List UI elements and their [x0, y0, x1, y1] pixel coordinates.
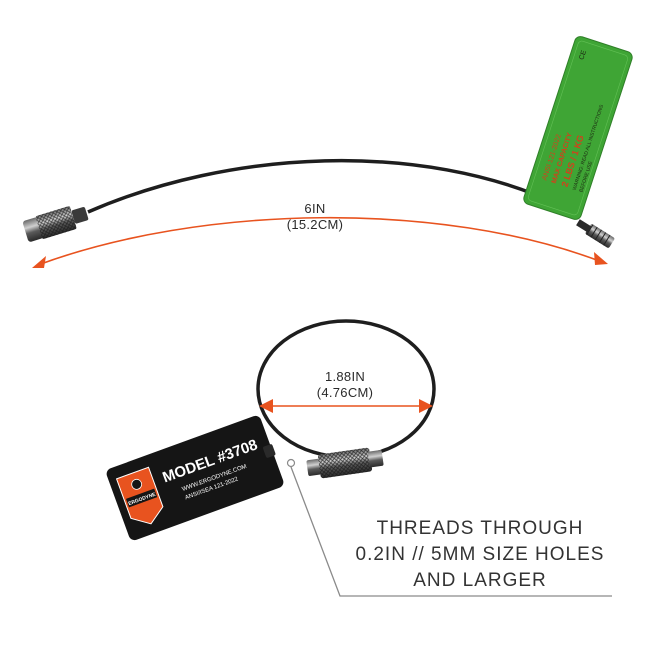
callout-line-3: AND LARGER — [413, 570, 547, 591]
top-length-label: 6IN (15.2CM) — [265, 201, 365, 233]
callout-leader — [286, 458, 612, 597]
top-length-imperial: 6IN — [304, 201, 326, 216]
top-cable — [87, 158, 561, 214]
top-right-thread — [576, 219, 615, 248]
loop-length-label: 1.88IN (4.76CM) — [290, 369, 400, 401]
hole-size-callout: THREADS THROUGH 0.2IN // 5MM SIZE HOLES … — [335, 516, 625, 594]
black-tag: ERGODYNE MODEL #3708 WWW.ERGODYNE.COM AN… — [106, 415, 284, 541]
top-length-metric: (15.2CM) — [286, 217, 344, 232]
loop-length-imperial: 1.88IN — [324, 369, 366, 384]
top-left-connector — [23, 206, 89, 242]
loop-length-metric: (4.76CM) — [316, 385, 374, 400]
double-headed-arc-arrow-icon — [32, 216, 608, 268]
green-tag: ANSI 121-2022 MAX CAPACITY 2 LBS / 1 KG … — [523, 36, 633, 220]
callout-line-2: 0.2IN // 5MM SIZE HOLES — [355, 544, 605, 565]
callout-line-1: THREADS THROUGH — [376, 518, 584, 539]
brand-logo: ERGODYNE — [115, 466, 164, 525]
knurled-screw-gate-connector-icon — [306, 447, 384, 479]
ce-mark: CE — [578, 49, 588, 61]
double-headed-straight-arrow-icon — [259, 399, 433, 413]
